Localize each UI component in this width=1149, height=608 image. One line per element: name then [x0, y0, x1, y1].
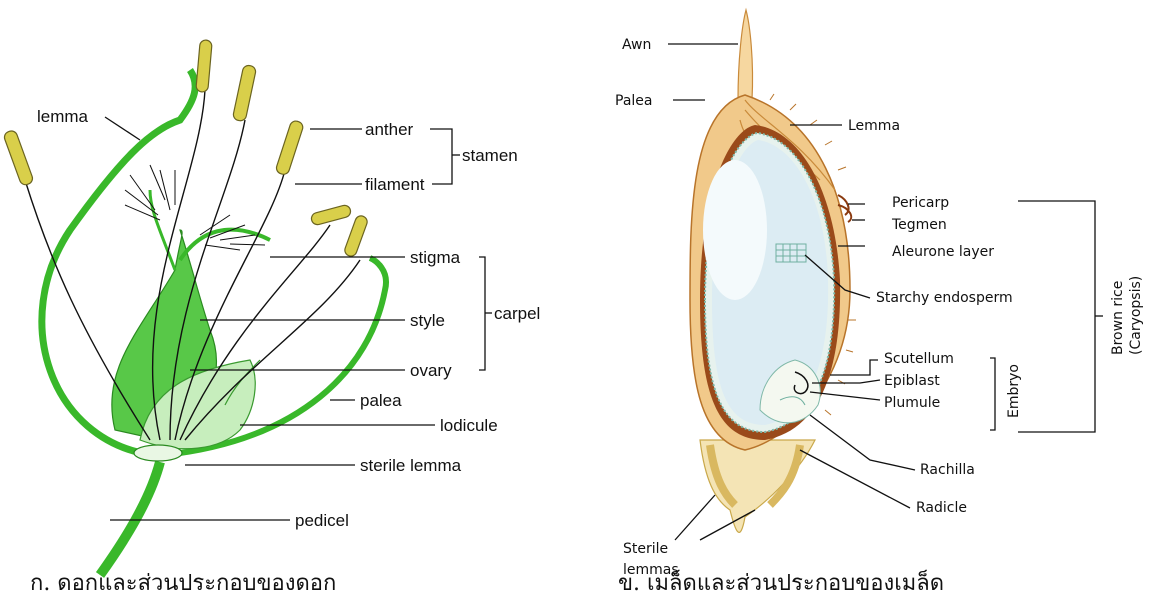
label-anther: anther	[365, 120, 414, 139]
caption-flower: ก. ดอกและส่วนประกอบของดอก	[30, 571, 336, 596]
pedicel-stem	[100, 462, 160, 575]
anthers	[3, 40, 369, 258]
label-lemma: lemma	[37, 107, 89, 126]
label-palea-seed: Palea	[615, 93, 652, 109]
label-carpel: carpel	[494, 304, 540, 323]
label-ovary: ovary	[410, 361, 452, 380]
label-palea: palea	[360, 391, 402, 410]
caption-seed: ข. เมล็ดและส่วนประกอบของเมล็ด	[618, 568, 944, 596]
sterile-lemma-shape	[134, 445, 182, 461]
label-filament: filament	[365, 175, 425, 194]
label-aleurone: Aleurone layer	[892, 244, 994, 260]
label-pericarp: Pericarp	[892, 195, 949, 211]
label-stamen: stamen	[462, 146, 518, 165]
label-pedicel: pedicel	[295, 511, 349, 530]
label-sterile: Sterile	[623, 541, 668, 557]
label-radicle: Radicle	[916, 500, 967, 516]
label-tegmen: Tegmen	[891, 217, 947, 233]
rice-seed-illustration	[690, 10, 856, 532]
label-awn: Awn	[622, 37, 651, 53]
label-rachilla: Rachilla	[920, 462, 975, 478]
label-lemma-seed: Lemma	[848, 118, 900, 134]
label-sterile-lemma: sterile lemma	[360, 456, 462, 475]
awn-shape	[738, 10, 753, 100]
label-stigma: stigma	[410, 248, 461, 267]
label-lodicule: lodicule	[440, 416, 498, 435]
label-embryo: Embryo	[1006, 364, 1022, 418]
label-style: style	[410, 311, 445, 330]
label-scutellum: Scutellum	[884, 351, 954, 367]
stigma-feathers	[125, 165, 265, 250]
label-plumule: Plumule	[884, 395, 940, 411]
label-starchy: Starchy endosperm	[876, 290, 1013, 306]
label-caryopsis: (Caryopsis)	[1128, 276, 1144, 355]
label-brown-rice: Brown rice	[1110, 281, 1126, 355]
label-epiblast: Epiblast	[884, 373, 940, 389]
